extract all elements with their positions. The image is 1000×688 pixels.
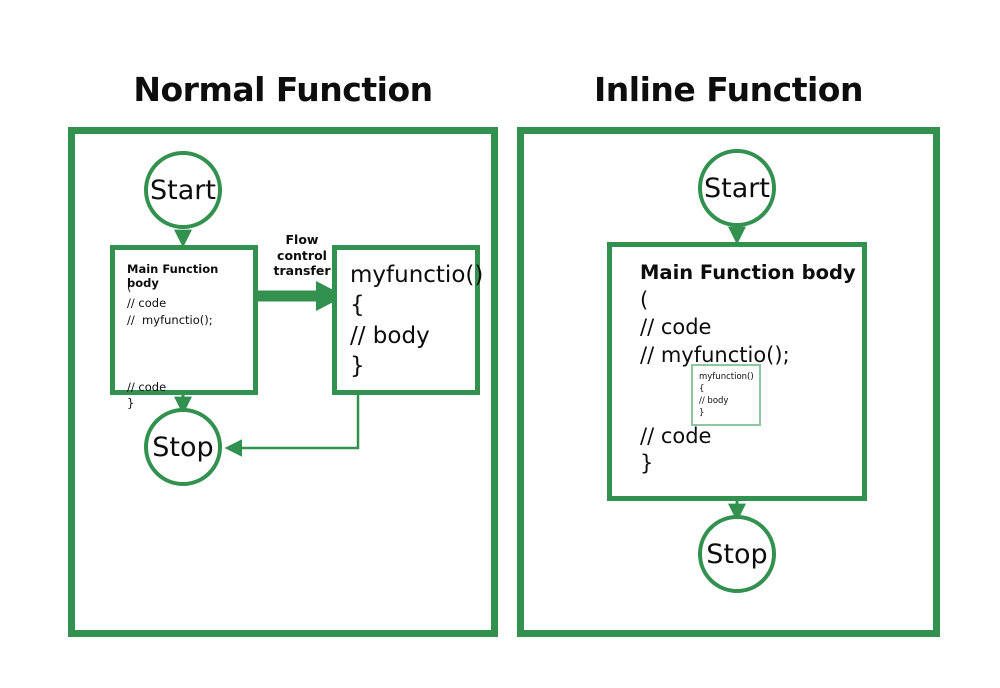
panel-title-normal-function: Normal Function [133, 70, 433, 109]
flow-control-transfer-label: Flow control transfer [273, 232, 331, 279]
node-start-normal-label: Start [150, 174, 216, 206]
inlined-myfunction-code: myfunction() { // body } [699, 372, 754, 419]
main-body-code-after-inline: // code } [640, 424, 712, 476]
node-stop-normal: Stop [144, 408, 222, 486]
main-body-code-before-inline: ( // code // myfunctio(); [640, 288, 790, 367]
box-inlined-myfunction: myfunction() { // body } [691, 364, 761, 426]
main-body-code-normal: ( // code // myfunctio(); // code } [127, 279, 213, 411]
myfunctio-code-normal: myfunctio() { // body } [350, 262, 484, 380]
main-body-heading-inline: Main Function body [640, 261, 856, 284]
main-body-heading-normal: Main Function body [127, 262, 223, 290]
node-stop-normal-label: Stop [152, 431, 214, 463]
panel-title-inline-function: Inline Function [594, 70, 863, 109]
node-start-inline: Start [698, 149, 776, 227]
box-main-function-body-normal: Main Function body ( // code // myfuncti… [110, 245, 258, 410]
node-start-inline-label: Start [704, 172, 770, 204]
node-stop-inline: Stop [698, 515, 776, 593]
box-myfunctio-normal: myfunctio() { // body } [332, 245, 484, 395]
node-stop-inline-label: Stop [706, 538, 768, 570]
box-main-function-body-inline: Main Function body ( // code // myfuncti… [607, 242, 867, 501]
node-start-normal: Start [144, 151, 222, 229]
